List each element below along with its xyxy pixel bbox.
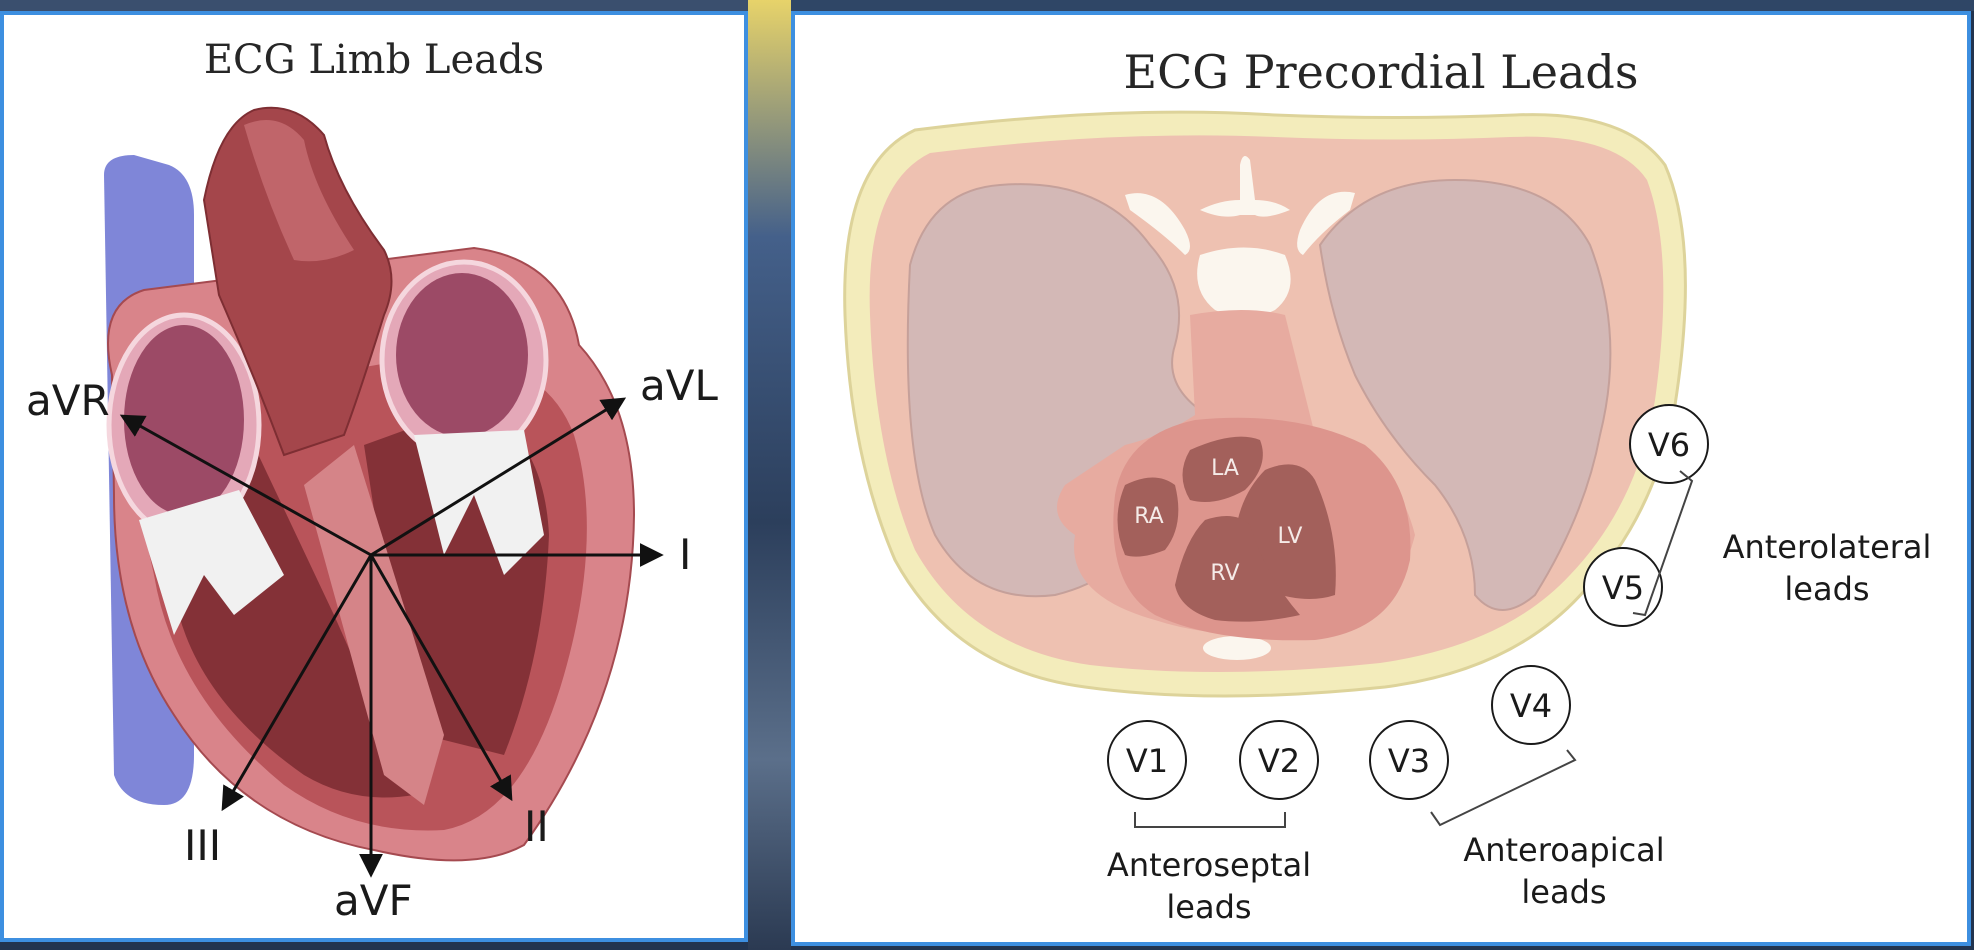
v5-electrode	[1583, 547, 1663, 627]
rv-label: RV	[1210, 561, 1239, 586]
v4-label: V4	[1510, 687, 1552, 725]
lv-label: LV	[1278, 524, 1303, 549]
v4-electrode	[1491, 665, 1571, 745]
pulmonary-trunk-highlight	[244, 120, 354, 262]
v3-label: V3	[1388, 742, 1430, 780]
lead-iii-axis-arrow	[221, 554, 373, 812]
limb-leads-panel: ECG Limb Leads	[0, 11, 748, 942]
right-atrium-inner	[124, 325, 244, 515]
background-gap	[748, 0, 791, 950]
vertebra	[1200, 156, 1290, 217]
rib-right	[1297, 191, 1355, 255]
left-atrium-chamber	[1182, 436, 1263, 503]
right-ventricle-chamber	[1175, 516, 1300, 622]
vertebral-body	[1197, 247, 1291, 318]
la-label: LA	[1211, 456, 1239, 481]
avl-label: aVL	[640, 361, 718, 410]
lead-axes	[119, 397, 664, 878]
limb-leads-diagram: aVR aVL I II III aVF	[26, 106, 718, 925]
sternum	[1203, 636, 1271, 660]
avl-axis-arrow	[370, 397, 627, 557]
v3-electrode	[1369, 720, 1449, 800]
limb-leads-title: ECG Limb Leads	[203, 37, 545, 83]
anteroseptal-bracket	[1134, 812, 1286, 828]
precordial-leads-title: ECG Precordial Leads	[1123, 45, 1639, 99]
left-atrium-inner	[396, 273, 528, 437]
right-atrium-chamber	[1117, 477, 1179, 557]
left-lung	[1318, 178, 1612, 611]
anterolateral-bracket	[1632, 470, 1694, 617]
background-left-strip	[0, 0, 748, 11]
lead-iii-label: III	[184, 821, 221, 870]
rib-left	[1125, 193, 1190, 255]
lead-ii-label: II	[524, 802, 549, 851]
v1-label: V1	[1126, 742, 1168, 780]
precordial-leads-diagram: LA RA LV RV V1 V2 V3 V4 V5 V6	[843, 110, 1932, 926]
lead-ii-axis-arrow	[369, 554, 513, 802]
anterolateral-label-line2: leads	[1784, 570, 1869, 608]
pulmonary-trunk	[202, 106, 393, 457]
v2-label: V2	[1258, 742, 1300, 780]
anterolateral-label-line1: Anterolateral	[1723, 528, 1932, 566]
anteroapical-label-line1: Anteroapical	[1463, 831, 1664, 869]
lead-i-label: I	[679, 530, 691, 579]
anteroseptal-label-line2: leads	[1166, 888, 1251, 926]
mitral-valve	[414, 430, 544, 575]
avr-label: aVR	[26, 376, 110, 425]
v6-label: V6	[1648, 426, 1690, 464]
background-top-strip	[791, 0, 1974, 11]
anteroapical-bracket	[1430, 749, 1577, 827]
v5-label: V5	[1602, 569, 1644, 607]
avr-axis-arrow	[119, 414, 372, 557]
avf-label: aVF	[334, 876, 413, 925]
anteroseptal-label-line1: Anteroseptal	[1107, 846, 1311, 884]
ra-label: RA	[1134, 504, 1163, 529]
v2-electrode	[1239, 720, 1319, 800]
v6-electrode	[1629, 404, 1709, 484]
anteroapical-label-line2: leads	[1521, 873, 1606, 911]
precordial-leads-panel: ECG Precordial Leads LA RA LV RV	[791, 11, 1971, 946]
v1-electrode	[1107, 720, 1187, 800]
tricuspid-valve	[139, 490, 284, 635]
ventricular-septum	[304, 445, 444, 805]
